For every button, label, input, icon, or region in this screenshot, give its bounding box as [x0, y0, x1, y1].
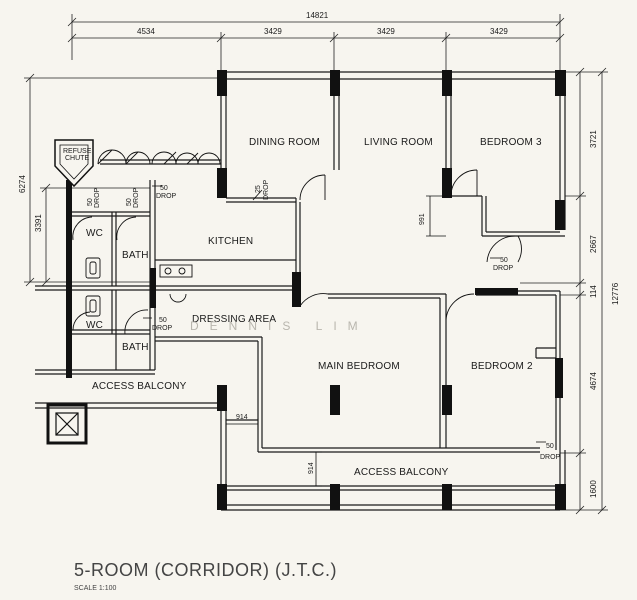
drop-5-b: DROP [152, 325, 173, 332]
label-dining-room: DINING ROOM [249, 137, 320, 148]
label-main-bedroom: MAIN BEDROOM [318, 361, 400, 372]
top-dimensions [67, 14, 565, 78]
drop-1-a: 50 [160, 185, 168, 192]
drop-7-a: 50 [546, 443, 554, 450]
plan-title: 5-ROOM (CORRIDOR) (J.T.C.) [74, 560, 337, 580]
drop-4-a: 25 [255, 185, 262, 193]
dim-seg-left: 4534 [137, 27, 155, 36]
label-bath-upper: BATH [122, 250, 149, 261]
drop-6-b: DROP [493, 265, 514, 272]
drop-6-a: 50 [500, 257, 508, 264]
door-swings [72, 169, 522, 335]
label-bath-lower: BATH [122, 342, 149, 353]
drop-5-a: 50 [159, 317, 167, 324]
drop-2-b: DROP [94, 187, 101, 208]
dim-right-small: 114 [589, 285, 598, 298]
label-wc-lower: WC [86, 320, 103, 331]
label-dressing-area: DRESSING AREA [192, 314, 276, 325]
shaft-box [46, 403, 88, 445]
dim-seg-3: 3429 [490, 27, 508, 36]
dim-left-outer: 6274 [18, 175, 27, 193]
drop-markers [143, 185, 546, 443]
refuse-label-2: CHUTE [65, 155, 89, 162]
right-dimensions [520, 67, 608, 515]
drop-4-b: DROP [263, 179, 270, 200]
label-access-balcony-left: ACCESS BALCONY [92, 381, 187, 392]
left-dimensions [24, 73, 221, 287]
dim-right-mid: 2667 [589, 235, 598, 253]
dim-seg-2: 3429 [377, 27, 395, 36]
gate-arcs [97, 149, 221, 165]
dim-right-bottom: 4674 [589, 372, 598, 390]
drop-3-a: 50 [126, 198, 133, 206]
drop-3-b: DROP [133, 187, 140, 208]
label-bedroom-3: BEDROOM 3 [480, 137, 542, 148]
dim-right-last: 1600 [589, 480, 598, 498]
label-wc-upper: WC [86, 228, 103, 239]
small-dims [225, 195, 446, 487]
drop-2-a: 50 [87, 198, 94, 206]
dim-right-total: 12776 [611, 282, 620, 305]
plan-scale: SCALE 1:100 [74, 585, 117, 592]
watermark: DENNIS LIM [190, 319, 369, 333]
drop-7-b: DROP [540, 454, 561, 461]
label-living-room: LIVING ROOM [364, 137, 433, 148]
dim-914-v: 914 [308, 462, 315, 474]
dim-right-top: 3721 [589, 130, 598, 148]
dim-seg-1: 3429 [264, 27, 282, 36]
label-bedroom-2: BEDROOM 2 [471, 361, 533, 372]
label-access-balcony-bottom: ACCESS BALCONY [354, 467, 449, 478]
dim-914-h: 914 [236, 414, 248, 421]
columns [66, 70, 566, 510]
refuse-chute [54, 139, 94, 188]
dim-991: 991 [419, 213, 426, 225]
dim-overall-width: 14821 [306, 11, 329, 20]
dim-left-inner: 3391 [34, 214, 43, 232]
label-kitchen: KITCHEN [208, 236, 253, 247]
refuse-label-1: REFUSE [63, 148, 92, 155]
drop-1-b: DROP [156, 193, 177, 200]
fixtures [85, 257, 193, 317]
